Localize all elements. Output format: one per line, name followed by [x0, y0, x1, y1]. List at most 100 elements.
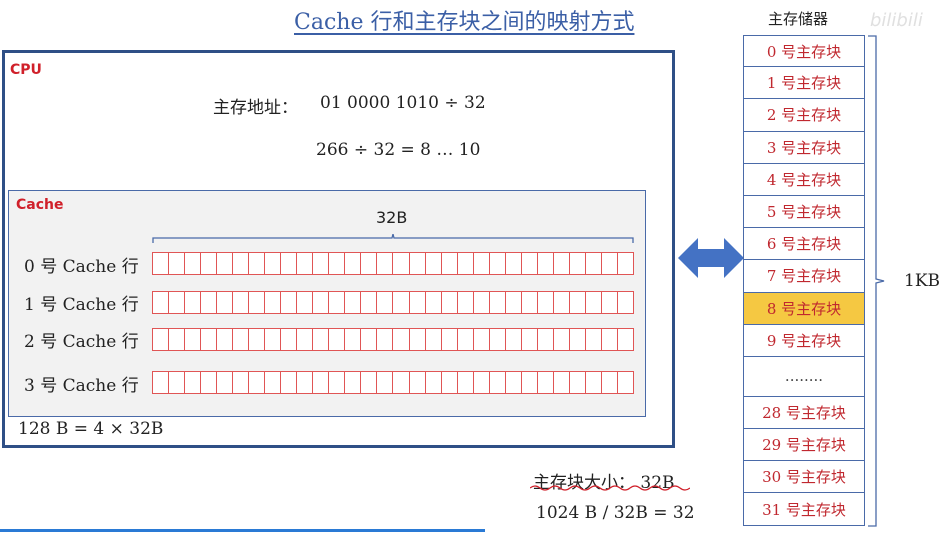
- cache-byte-cell: [296, 328, 313, 351]
- cache-byte-cell: [232, 252, 249, 275]
- wavy-underline-icon: [530, 485, 690, 491]
- cache-byte-cell: [248, 291, 265, 314]
- cache-byte-cell: [312, 328, 329, 351]
- memory-block: 3 号主存块: [743, 131, 865, 164]
- cache-byte-cell: [344, 328, 361, 351]
- cache-byte-cell: [360, 328, 377, 351]
- cache-row-cells: [152, 252, 634, 275]
- cache-byte-cell: [328, 328, 345, 351]
- cache-byte-cell: [520, 328, 537, 351]
- cache-byte-cell: [328, 371, 345, 394]
- memory-block: 29 号主存块: [743, 429, 865, 462]
- memory-block: 9 号主存块: [743, 324, 865, 357]
- cache-byte-cell: [200, 252, 217, 275]
- cache-total-size: 128 B = 4 × 32B: [18, 419, 164, 439]
- cache-row-cells: [152, 371, 634, 394]
- cache-byte-cell: [536, 291, 553, 314]
- cache-byte-cell: [408, 371, 425, 394]
- memory-block: 7 号主存块: [743, 260, 865, 293]
- cache-byte-cell: [152, 371, 169, 394]
- cache-byte-cell: [280, 291, 297, 314]
- cache-byte-cell: [520, 252, 537, 275]
- cache-byte-cell: [472, 291, 489, 314]
- memory-block: 8 号主存块: [743, 292, 865, 325]
- page-title: Cache 行和主存块之间的映射方式: [294, 10, 635, 35]
- cache-byte-cell: [232, 291, 249, 314]
- cache-byte-cell: [344, 252, 361, 275]
- memory-block: 2 号主存块: [743, 99, 865, 132]
- cache-byte-cell: [392, 328, 409, 351]
- cache-byte-cell: [408, 252, 425, 275]
- cache-byte-cell: [296, 291, 313, 314]
- cache-byte-cell: [568, 291, 585, 314]
- cpu-label: CPU: [10, 62, 42, 78]
- cache-byte-cell: [488, 291, 505, 314]
- cache-byte-cell: [264, 252, 281, 275]
- cache-byte-cell: [216, 291, 233, 314]
- cache-byte-cell: [440, 291, 457, 314]
- cache-byte-cell: [488, 328, 505, 351]
- memory-block: 1 号主存块: [743, 67, 865, 100]
- cache-byte-cell: [216, 252, 233, 275]
- cache-byte-cell: [360, 291, 377, 314]
- cache-byte-cell: [312, 291, 329, 314]
- cache-byte-cell: [152, 252, 169, 275]
- cache-byte-cell: [200, 328, 217, 351]
- cache-byte-cell: [440, 371, 457, 394]
- cache-byte-cell: [408, 328, 425, 351]
- cache-byte-cell: [264, 328, 281, 351]
- cache-byte-cell: [424, 328, 441, 351]
- cache-byte-cell: [504, 328, 521, 351]
- cache-byte-cell: [376, 328, 393, 351]
- cache-byte-cell: [472, 371, 489, 394]
- cache-byte-cell: [312, 371, 329, 394]
- cache-byte-cell: [520, 291, 537, 314]
- cache-row-label: 3 号 Cache 行: [24, 376, 139, 396]
- memory-block: 0 号主存块: [743, 35, 865, 68]
- cache-row-label: 0 号 Cache 行: [24, 257, 139, 277]
- cache-byte-cell: [488, 371, 505, 394]
- cache-byte-cell: [328, 252, 345, 275]
- cache-byte-cell: [600, 371, 617, 394]
- cache-byte-cell: [568, 328, 585, 351]
- cache-byte-cell: [232, 328, 249, 351]
- cache-byte-cell: [424, 291, 441, 314]
- cache-byte-cell: [376, 291, 393, 314]
- cache-byte-cell: [520, 371, 537, 394]
- cache-byte-cell: [504, 252, 521, 275]
- cache-byte-cell: [616, 371, 634, 394]
- cache-byte-cell: [248, 328, 265, 351]
- cache-byte-cell: [216, 328, 233, 351]
- cache-byte-cell: [392, 291, 409, 314]
- cache-byte-cell: [312, 252, 329, 275]
- cache-byte-cell: [536, 252, 553, 275]
- video-progress-bar[interactable]: [0, 529, 485, 532]
- memory-size-brace-icon: [868, 35, 885, 527]
- cache-byte-cell: [168, 291, 185, 314]
- block-count-calculation: 1024 B / 32B = 32: [536, 503, 695, 523]
- cache-byte-cell: [184, 371, 201, 394]
- cache-row-label: 2 号 Cache 行: [24, 332, 139, 352]
- cache-byte-cell: [568, 371, 585, 394]
- cache-byte-cell: [568, 252, 585, 275]
- cache-byte-cell: [504, 291, 521, 314]
- cache-byte-cell: [472, 328, 489, 351]
- cache-byte-cell: [216, 371, 233, 394]
- division-calculation: 266 ÷ 32 = 8 … 10: [316, 140, 481, 160]
- cache-byte-cell: [280, 371, 297, 394]
- cache-byte-cell: [536, 371, 553, 394]
- cache-byte-cell: [424, 371, 441, 394]
- cache-byte-cell: [392, 371, 409, 394]
- cache-byte-cell: [472, 252, 489, 275]
- cache-byte-cell: [296, 371, 313, 394]
- cache-byte-cell: [184, 328, 201, 351]
- cache-byte-cell: [168, 252, 185, 275]
- cache-byte-cell: [600, 328, 617, 351]
- cache-byte-cell: [424, 252, 441, 275]
- cache-byte-cell: [360, 371, 377, 394]
- cache-byte-cell: [328, 291, 345, 314]
- memory-block: 31 号主存块: [743, 493, 865, 526]
- cache-byte-cell: [456, 252, 473, 275]
- cache-byte-cell: [344, 371, 361, 394]
